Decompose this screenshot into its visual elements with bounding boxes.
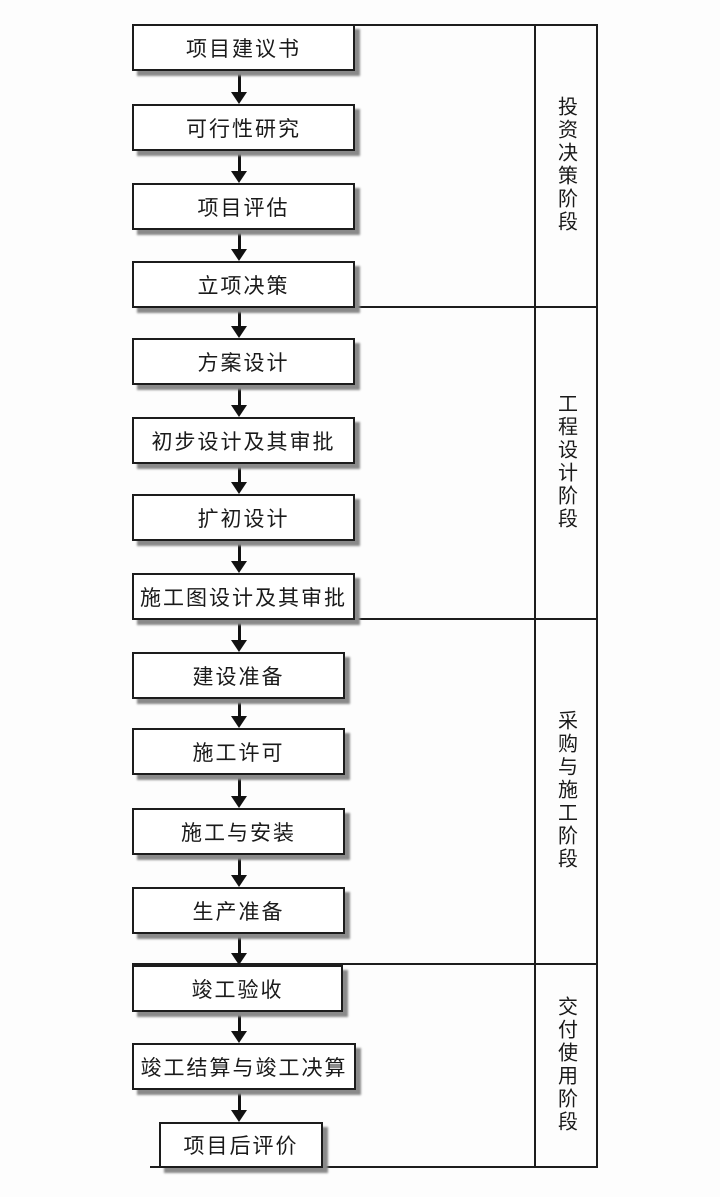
arrow-head-icon xyxy=(231,92,247,104)
arrow-shaft xyxy=(237,385,241,405)
phase-label-text: 工程设计阶段 xyxy=(554,393,577,531)
arrow-head-icon xyxy=(231,405,247,417)
arrow-shaft xyxy=(237,151,241,171)
step-box-preliminary-design-approval: 初步设计及其审批 xyxy=(132,417,355,464)
arrow-shaft xyxy=(237,934,241,953)
phase-label-engineering-design: 工程设计阶段 xyxy=(534,306,598,618)
arrow-head-icon xyxy=(231,716,247,728)
step-box-construction-and-installation: 施工与安装 xyxy=(132,808,345,855)
down-arrow-icon xyxy=(230,934,248,965)
arrow-head-icon xyxy=(231,1110,247,1122)
arrow-head-icon xyxy=(231,640,247,652)
step-box-production-preparation: 生产准备 xyxy=(132,887,345,934)
arrow-shaft xyxy=(237,71,241,92)
down-arrow-icon xyxy=(230,464,248,494)
down-arrow-icon xyxy=(230,385,248,417)
step-box-construction-drawing-design-approval: 施工图设计及其审批 xyxy=(132,573,355,620)
arrow-head-icon xyxy=(231,326,247,338)
step-box-post-project-evaluation: 项目后评价 xyxy=(159,1122,323,1168)
down-arrow-icon xyxy=(230,775,248,808)
step-box-expanded-preliminary-design: 扩初设计 xyxy=(132,494,355,541)
arrow-shaft xyxy=(237,855,241,875)
phase-label-handover-use: 交付使用阶段 xyxy=(534,963,598,1166)
grid-line-phase-column-left xyxy=(534,24,536,1168)
arrow-head-icon xyxy=(231,796,247,808)
arrow-shaft xyxy=(237,775,241,796)
step-box-completion-acceptance: 竣工验收 xyxy=(132,965,343,1012)
down-arrow-icon xyxy=(230,1012,248,1043)
step-box-project-evaluation: 项目评估 xyxy=(132,183,355,230)
step-box-feasibility-study: 可行性研究 xyxy=(132,104,355,151)
arrow-head-icon xyxy=(231,482,247,494)
step-box-project-proposal: 项目建议书 xyxy=(132,24,355,71)
phase-label-text: 投资决策阶段 xyxy=(554,96,577,234)
down-arrow-icon xyxy=(230,308,248,338)
grid-line-bottom xyxy=(150,1166,598,1168)
down-arrow-icon xyxy=(230,1090,248,1122)
step-box-completion-settlement-final-accounts: 竣工结算与竣工决算 xyxy=(132,1043,356,1090)
arrow-shaft xyxy=(237,699,241,716)
arrow-head-icon xyxy=(231,561,247,573)
grid-line-phase-divider-3 xyxy=(132,963,598,965)
down-arrow-icon xyxy=(230,699,248,728)
arrow-shaft xyxy=(237,1090,241,1110)
phase-label-procurement-construction: 采购与施工阶段 xyxy=(534,618,598,963)
down-arrow-icon xyxy=(230,541,248,573)
arrow-head-icon xyxy=(231,249,247,261)
phase-label-text: 交付使用阶段 xyxy=(554,995,577,1134)
step-box-construction-preparation: 建设准备 xyxy=(132,652,345,699)
step-box-scheme-design: 方案设计 xyxy=(132,338,355,385)
arrow-shaft xyxy=(237,464,241,482)
down-arrow-icon xyxy=(230,151,248,183)
arrow-head-icon xyxy=(231,953,247,965)
arrow-shaft xyxy=(237,308,241,326)
arrow-shaft xyxy=(237,1012,241,1031)
down-arrow-icon xyxy=(230,71,248,104)
step-box-project-approval-decision: 立项决策 xyxy=(132,261,355,308)
grid-line-phase-column-right xyxy=(596,24,598,1168)
grid-line-phase-divider-1 xyxy=(132,306,598,308)
phase-label-text: 采购与施工阶段 xyxy=(554,710,577,871)
arrow-shaft xyxy=(237,541,241,561)
arrow-head-icon xyxy=(231,1031,247,1043)
phase-label-investment-decision: 投资决策阶段 xyxy=(534,24,598,306)
step-box-construction-permit: 施工许可 xyxy=(132,728,345,775)
arrow-head-icon xyxy=(231,875,247,887)
grid-line-top xyxy=(132,24,598,26)
arrow-head-icon xyxy=(231,171,247,183)
down-arrow-icon xyxy=(230,855,248,887)
down-arrow-icon xyxy=(230,230,248,261)
down-arrow-icon xyxy=(230,620,248,652)
grid-line-phase-divider-2 xyxy=(132,618,598,620)
arrow-shaft xyxy=(237,620,241,640)
arrow-shaft xyxy=(237,230,241,249)
